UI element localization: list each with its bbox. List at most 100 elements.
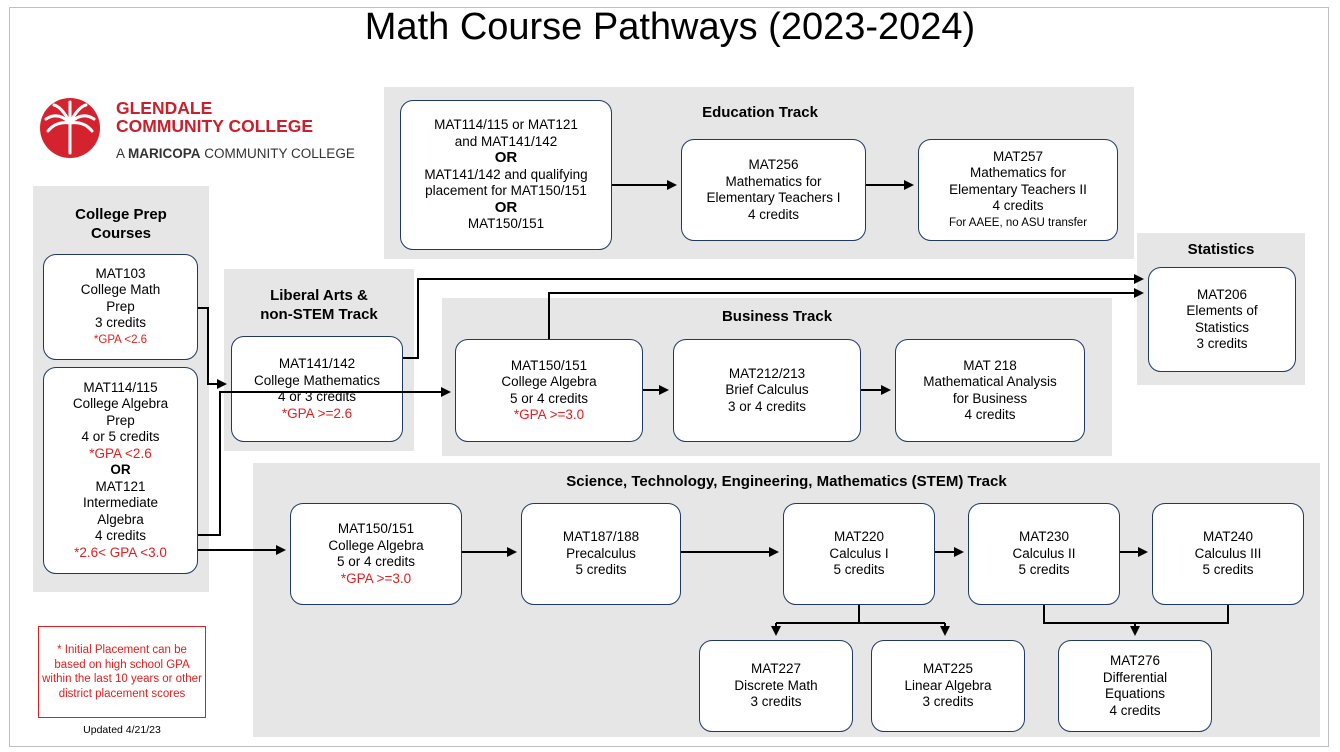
logo-name: GLENDALE COMMUNITY COLLEGE — [116, 99, 313, 135]
course-name: Discrete Math — [734, 677, 818, 693]
arrow-mat141-to-mat206 — [403, 274, 1144, 359]
course-code: MAT230 — [1018, 529, 1070, 545]
panel-title-business: Business Track — [721, 308, 833, 325]
slide-frame — [9, 7, 1329, 747]
panel-title-college-prep: College Prep Courses — [75, 206, 167, 242]
course-code: MAT114/115 — [83, 379, 158, 395]
course-name: Brief Calculus — [725, 382, 809, 398]
course-credits: 3 credits — [922, 694, 974, 710]
course-note: For AAEE, no ASU transfer — [948, 216, 1088, 229]
course-name: Calculus I — [829, 545, 889, 561]
panel-title-liberal-line1: Liberal Arts & — [270, 287, 368, 304]
course-code: MAT141/142 — [278, 356, 356, 371]
prereq-line: placement for MAT150/151 — [425, 183, 587, 199]
logo-line2: COMMUNITY COLLEGE — [116, 116, 314, 136]
course-name: Intermediate — [82, 495, 159, 511]
course-name: Statistics — [1194, 319, 1249, 335]
panel-title-statistics: Statistics — [1187, 241, 1255, 258]
course-code: MAT187/188 — [562, 529, 640, 545]
course-box-mat240: MAT240 Calculus III 5 credits — [1152, 503, 1304, 605]
course-name: College Algebra — [501, 374, 597, 389]
arrow-mat114-to-mat150b — [198, 387, 451, 536]
course-code: MAT276 — [1109, 653, 1161, 668]
course-credits: 5 credits — [1018, 562, 1070, 578]
course-credits: 3 credits — [750, 694, 802, 710]
course-name: Calculus II — [1012, 545, 1076, 561]
course-name: Prep — [106, 298, 135, 314]
course-code: MAT257 — [992, 148, 1044, 164]
logo-sub-c: COMMUNITY COLLEGE — [204, 146, 355, 161]
course-name: Elements of — [1186, 303, 1258, 318]
prereq-line: MAT141/142 and qualifying — [424, 166, 588, 182]
logo-subtitle: A MARICOPA COMMUNITY COLLEGE — [116, 146, 355, 161]
course-credits: 3 credits — [1196, 336, 1248, 351]
course-name: Mathematics for — [725, 173, 822, 189]
connector-mat230-mat240-join — [1043, 605, 1229, 624]
course-code: MAT227 — [750, 661, 802, 677]
updated-date: Updated 4/21/23 — [83, 724, 161, 736]
or-label: OR — [494, 198, 518, 216]
course-box-mat141: MAT141/142 College Mathematics 4 or 3 cr… — [231, 336, 403, 442]
prereq-line: MAT150/151 — [467, 216, 545, 232]
course-code: MAT150/151 — [510, 357, 588, 373]
logo-line1: GLENDALE — [116, 98, 213, 118]
course-box-mat150-stem: MAT150/151 College Algebra 5 or 4 credit… — [290, 503, 462, 605]
course-credits: 5 credits — [575, 562, 627, 578]
course-box-mat206: MAT206 Elements of Statistics 3 credits — [1148, 267, 1296, 372]
course-name: Mathematical Analysis — [923, 374, 1057, 389]
course-credits: 5 or 4 credits — [509, 390, 589, 406]
course-name: College Algebra — [328, 537, 424, 553]
course-box-mat114-mat121: MAT114/115 College Algebra Prep 4 or 5 c… — [43, 367, 198, 574]
arrow-mat150b-to-mat206 — [548, 288, 1144, 339]
panel-title-stem: Science, Technology, Engineering, Mathem… — [566, 473, 1007, 490]
course-code: MAT 218 — [963, 357, 1017, 373]
panel-title-education: Education Track — [702, 104, 818, 121]
course-name: for Business — [952, 390, 1028, 406]
course-box-mat150-business: MAT150/151 College Algebra 5 or 4 credit… — [455, 339, 643, 442]
course-name: College Mathematics — [253, 372, 381, 388]
or-label: OR — [110, 462, 131, 478]
gpa-requirement: *GPA <2.6 — [89, 445, 152, 461]
course-name: Prep — [106, 412, 135, 428]
course-box-mat227: MAT227 Discrete Math 3 credits — [699, 640, 853, 732]
college-logo: GLENDALE COMMUNITY COLLEGE A MARICOPA CO… — [36, 97, 371, 167]
course-credits: 5 credits — [1202, 562, 1254, 578]
placement-note: * Initial Placement can be based on high… — [38, 626, 206, 718]
logo-sub-b: MARICOPA — [128, 146, 201, 161]
course-box-mat220: MAT220 Calculus I 5 credits — [783, 503, 935, 605]
prereq-line: and MAT141/142 — [454, 133, 558, 149]
course-code: MAT150/151 — [337, 521, 415, 536]
course-box-mat103: MAT103 College Math Prep 3 credits *GPA … — [43, 254, 198, 360]
course-code: MAT103 — [95, 265, 146, 281]
gpa-requirement: *GPA >=2.6 — [281, 405, 353, 421]
prereq-line: MAT114/115 or MAT121 — [434, 117, 578, 133]
course-box-mat230: MAT230 Calculus II 5 credits — [968, 503, 1120, 605]
gpa-requirement: *GPA >=3.0 — [340, 570, 412, 586]
page-title: Math Course Pathways (2023-2024) — [364, 6, 976, 48]
connector-mat220-branch — [776, 605, 945, 624]
or-label: OR — [494, 149, 518, 167]
arrow-mat103-to-mat141 — [198, 307, 227, 389]
panel-title-liberal-line2: non-STEM Track — [260, 306, 378, 323]
course-name: Algebra — [97, 511, 144, 527]
course-code: MAT256 — [748, 157, 799, 172]
panel-title-liberal-arts: Liberal Arts & non-STEM Track — [224, 286, 414, 324]
course-credits: 5 or 4 credits — [336, 554, 416, 569]
course-box-mat225: MAT225 Linear Algebra 3 credits — [871, 640, 1025, 732]
course-credits: 4 credits — [964, 407, 1016, 422]
course-box-mat276: MAT276 Differential Equations 4 credits — [1058, 640, 1212, 732]
course-name: Precalculus — [566, 545, 636, 561]
course-credits: 4 or 5 credits — [81, 429, 160, 445]
course-name: Elementary Teachers II — [949, 181, 1087, 197]
course-credits: 4 credits — [1109, 702, 1161, 718]
course-box-mat257: MAT257 Mathematics for Elementary Teache… — [918, 139, 1118, 241]
course-code: MAT206 — [1196, 286, 1248, 302]
course-name: Equations — [1104, 686, 1166, 701]
course-name: Differential — [1102, 669, 1168, 685]
palm-logo-icon — [40, 98, 100, 158]
course-credits: 3 or 4 credits — [727, 398, 807, 414]
course-code: MAT212/213 — [728, 365, 806, 381]
course-name: Mathematics for — [969, 165, 1067, 181]
gpa-requirement: *GPA <2.6 — [93, 333, 148, 346]
